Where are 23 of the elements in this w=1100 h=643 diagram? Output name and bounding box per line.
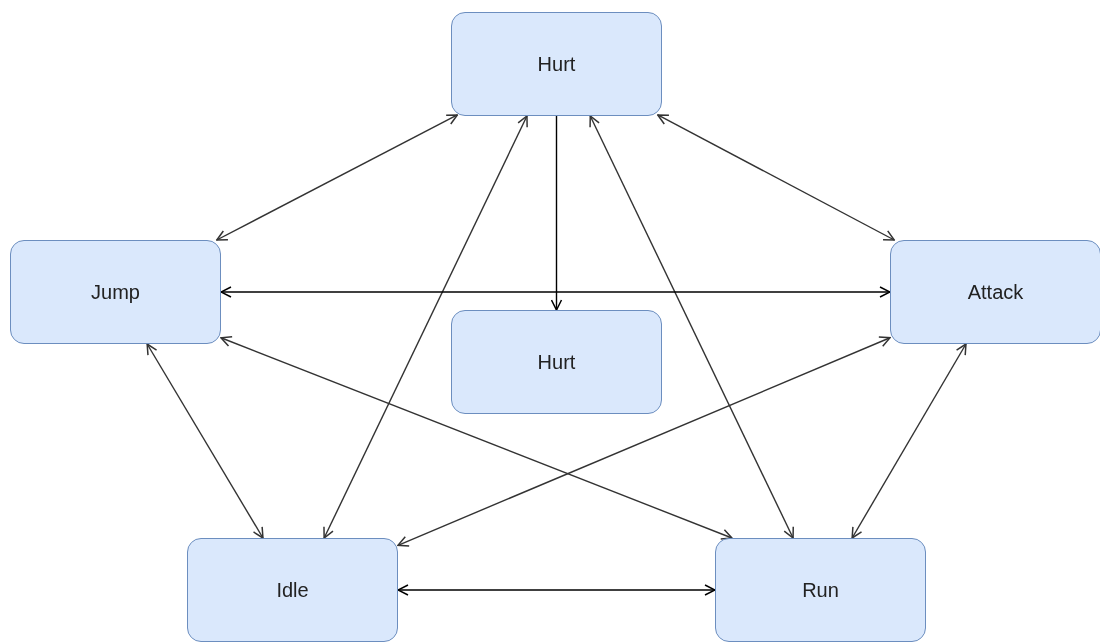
- arrow: [146, 343, 264, 539]
- arrow: [589, 115, 794, 539]
- state-box: [187, 538, 398, 642]
- state-label: Jump: [91, 280, 140, 304]
- arrow: [216, 114, 459, 241]
- arrow: [397, 336, 891, 547]
- state-label: Attack: [967, 280, 1024, 304]
- state-label: Hurt: [537, 350, 576, 374]
- arrow: [323, 115, 528, 539]
- state-label: Run: [802, 578, 839, 602]
- arrow: [397, 584, 716, 596]
- arrow: [220, 286, 891, 298]
- state-box: [451, 310, 662, 414]
- state-label: Idle: [276, 578, 309, 602]
- arrow: [851, 343, 967, 539]
- state-box: [451, 12, 662, 116]
- state-box: [715, 538, 926, 642]
- arrow: [220, 336, 733, 540]
- state-box: [890, 240, 1100, 344]
- arrow: [657, 114, 895, 241]
- arrow: [550, 115, 563, 311]
- state-box: [10, 240, 221, 344]
- state-label: Hurt: [537, 52, 576, 76]
